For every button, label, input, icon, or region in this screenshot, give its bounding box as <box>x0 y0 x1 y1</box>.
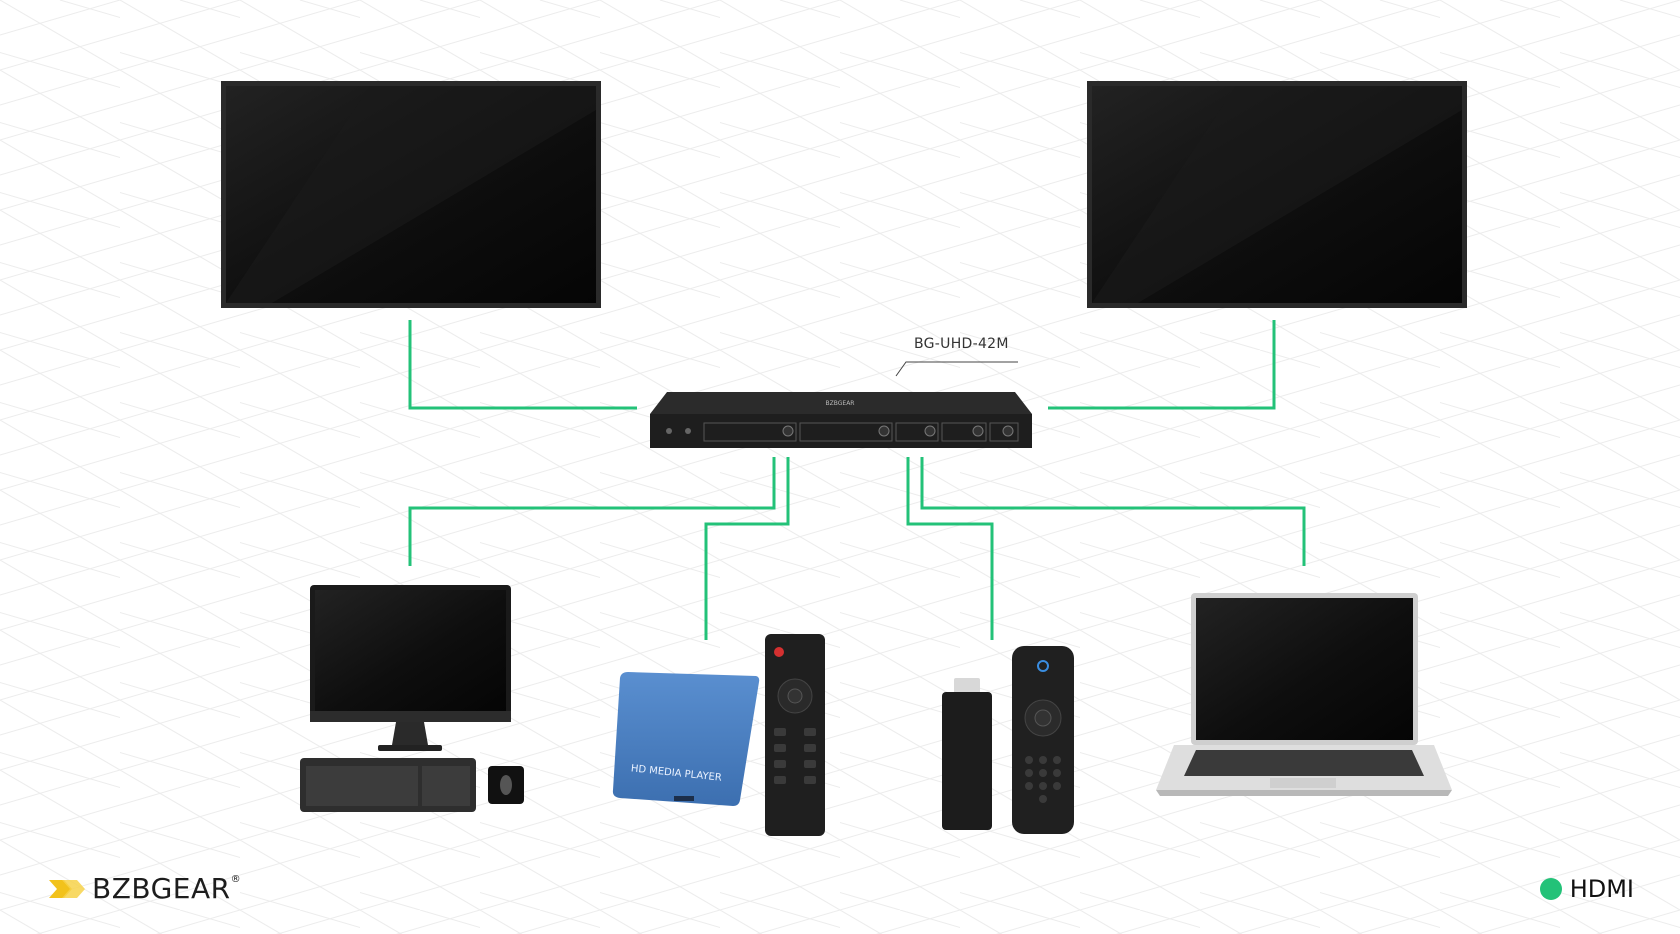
bzbgear-logo-icon <box>49 880 85 898</box>
device-model-label: BG-UHD-42M <box>914 336 1009 352</box>
brand-name-light: GEAR <box>150 872 231 905</box>
legend: HDMI <box>1539 872 1634 906</box>
brand-logo: BZBGEAR® <box>46 872 241 906</box>
cable-computer <box>408 457 776 566</box>
cable-laptop <box>920 457 1306 566</box>
cable-right-display <box>1048 320 1276 410</box>
device-label-leader <box>895 361 1018 377</box>
desktop-computer <box>300 585 524 812</box>
streaming-stick <box>942 678 992 830</box>
power-button-icon <box>1037 660 1049 672</box>
cable-streaming-stick <box>906 457 994 640</box>
brand-name: BZBGEAR® <box>92 875 241 903</box>
display-right <box>1087 81 1467 308</box>
registered-mark: ® <box>230 874 242 885</box>
streaming-stick-remote <box>1012 646 1074 834</box>
matrix-switcher: BZBGEAR <box>650 392 1032 448</box>
mouse <box>500 775 512 795</box>
laptop <box>1156 593 1452 796</box>
brand-name-bold: BZB <box>92 872 151 905</box>
cable-media-player <box>704 457 790 640</box>
cable-left-display <box>408 320 637 410</box>
display-left <box>221 81 601 308</box>
legend-hdmi-swatch <box>1539 878 1562 900</box>
legend-hdmi-label: HDMI <box>1569 875 1634 903</box>
hdmi-cables <box>408 320 1306 640</box>
media-player-remote <box>765 634 825 836</box>
power-button-icon <box>774 647 784 657</box>
hd-media-player: HD MEDIA PLAYER <box>612 672 760 806</box>
switcher-brand-text: BZBGEAR <box>826 400 855 407</box>
